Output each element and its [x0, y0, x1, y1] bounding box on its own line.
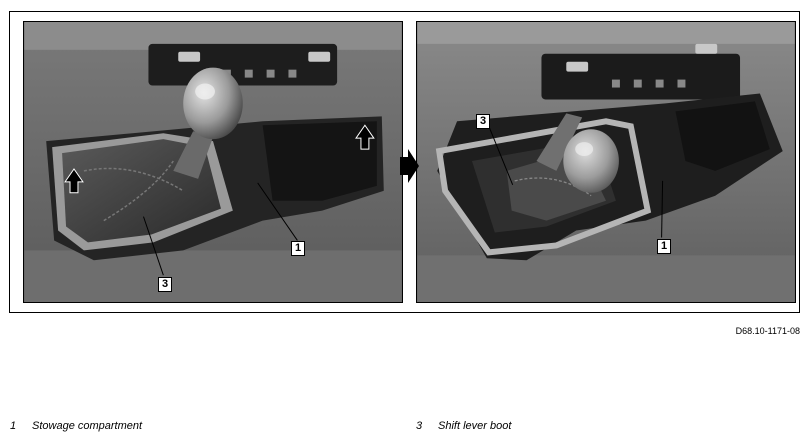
legend-label: Stowage compartment: [32, 420, 143, 432]
callout-3-left: 3: [158, 277, 172, 292]
callout-1-left: 1: [291, 241, 305, 256]
callout-3-right: 3: [476, 114, 490, 129]
callout-1-right: 1: [657, 239, 671, 254]
figure-id: D68.10-1171-08: [735, 326, 800, 336]
photo-gearshift-trim-removed: 3 1: [416, 21, 796, 303]
legend-item-shift-lever-boot: 3 Shift lever boot: [416, 420, 511, 432]
legend-label: Shift lever boot: [438, 420, 512, 432]
photo-gearshift-trim-removed-image: [417, 22, 795, 302]
legend-number: 1: [10, 420, 17, 432]
legend-item-stowage-compartment: 1 Stowage compartment: [10, 420, 142, 432]
photo-gearshift-installed: 1 3: [23, 21, 403, 303]
photo-gearshift-installed-image: [24, 22, 402, 302]
transition-arrow-icon: [400, 149, 419, 183]
legend-number: 3: [416, 420, 423, 432]
figure-frame: 1 3: [9, 11, 800, 313]
